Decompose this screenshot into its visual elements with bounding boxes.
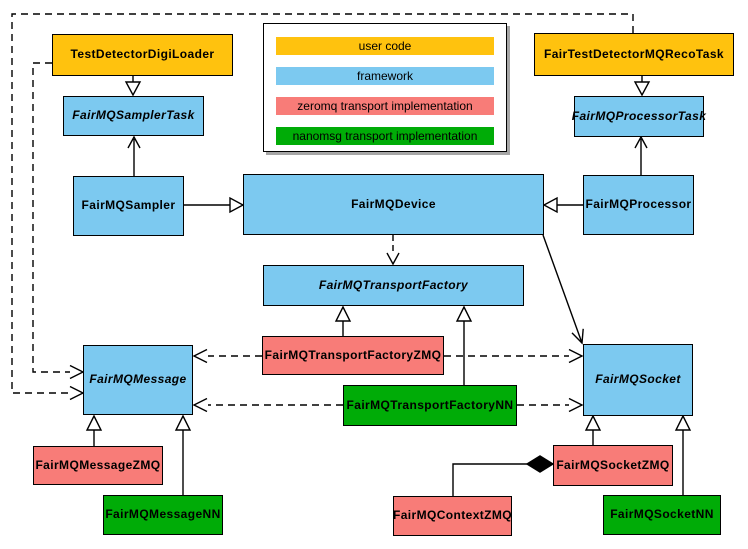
edge-processor-to-device [542,196,583,214]
legend-label: user code [358,39,412,53]
edge-processor-to-processortask [634,135,648,175]
edge-device-to-transportfactory [386,235,400,266]
node-fairtestdetectormqrecotask: FairTestDetectorMQRecoTask [534,33,734,76]
edge-recotask-to-processortask [633,76,651,97]
node-fairmqtransportfactoryzmq: FairMQTransportFactoryZMQ [262,336,444,375]
node-fairmqsocketzmq: FairMQSocketZMQ [553,445,673,486]
edge-device-to-socket [542,234,584,345]
legend-label: zeromq transport implementation [297,99,473,113]
edge-messagezmq-to-message [85,414,103,446]
node-fairmqsocketnn: FairMQSocketNN [603,495,721,535]
edge-tfzmq-to-message [192,348,262,364]
edge-digiloader-to-samplertask [124,76,142,97]
edge-sampler-to-samplertask [127,135,141,176]
node-fairmqsamplertask: FairMQSamplerTask [63,96,204,136]
node-testdetectordigiloader: TestDetectorDigiLoader [52,34,233,76]
legend-label: nanomsg transport implementation [292,129,478,143]
edge-contextzmq-to-socketzmq [452,455,555,496]
legend: user code framework zeromq transport imp… [263,23,507,152]
node-fairmqprocessor: FairMQProcessor [583,175,694,235]
node-fairmqmessagenn: FairMQMessageNN [103,495,223,535]
node-fairmqtransportfactory: FairMQTransportFactory [263,265,524,306]
node-fairmqsampler: FairMQSampler [73,176,184,236]
edge-sampler-to-device [184,196,245,214]
node-fairmqmessagezmq: FairMQMessageZMQ [33,446,163,485]
edge-tfzmq-to-socket [444,348,584,364]
edge-socketnn-to-socket [674,414,692,495]
node-fairmqtransportfactorynn: FairMQTransportFactoryNN [343,385,517,426]
edge-socketzmq-to-socket [584,414,602,445]
legend-item-zeromq: zeromq transport implementation [276,97,494,115]
legend-item-framework: framework [276,67,494,85]
edge-tfnn-to-transportfactory [455,305,473,385]
legend-item-nanomsg: nanomsg transport implementation [276,127,494,145]
node-fairmqcontextzmq: FairMQContextZMQ [393,496,512,536]
node-fairmqmessage: FairMQMessage [83,345,193,415]
legend-item-user-code: user code [276,37,494,55]
edge-messagenn-to-message [174,414,192,495]
node-fairmqprocessortask: FairMQProcessorTask [572,96,706,137]
edge-tfnn-to-message [192,397,343,413]
node-fairmqsocket: FairMQSocket [583,344,693,416]
node-fairmqdevice: FairMQDevice [243,174,544,235]
edge-tfnn-to-socket [517,397,584,413]
edge-tfzmq-to-transportfactory [334,305,352,336]
legend-label: framework [356,69,413,83]
